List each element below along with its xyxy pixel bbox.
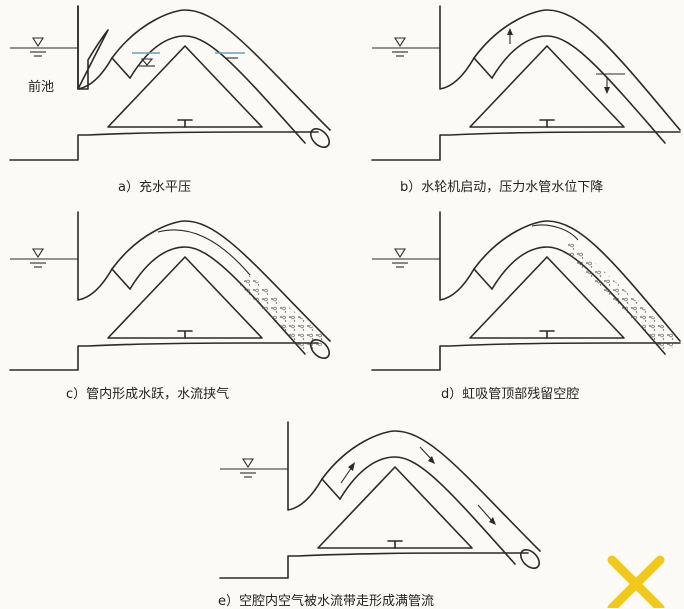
- panel-c: [9, 211, 331, 371]
- caption-e: e）空腔内空气被水流带走形成满管流: [218, 594, 434, 609]
- panel-e: [219, 421, 541, 579]
- panel-d: [371, 211, 681, 371]
- x-mark-icon: [607, 555, 665, 608]
- caption-a: a）充水平压: [118, 180, 191, 195]
- panel-b: [371, 5, 681, 161]
- caption-c: c）管内形成水跃，水流挟气: [66, 387, 230, 402]
- forebay-label: 前池: [28, 80, 55, 95]
- caption-b: b）水轮机启动，压力水管水位下降: [400, 180, 604, 195]
- panel-a: [9, 5, 331, 161]
- caption-d: d）虹吸管顶部残留空腔: [441, 387, 580, 402]
